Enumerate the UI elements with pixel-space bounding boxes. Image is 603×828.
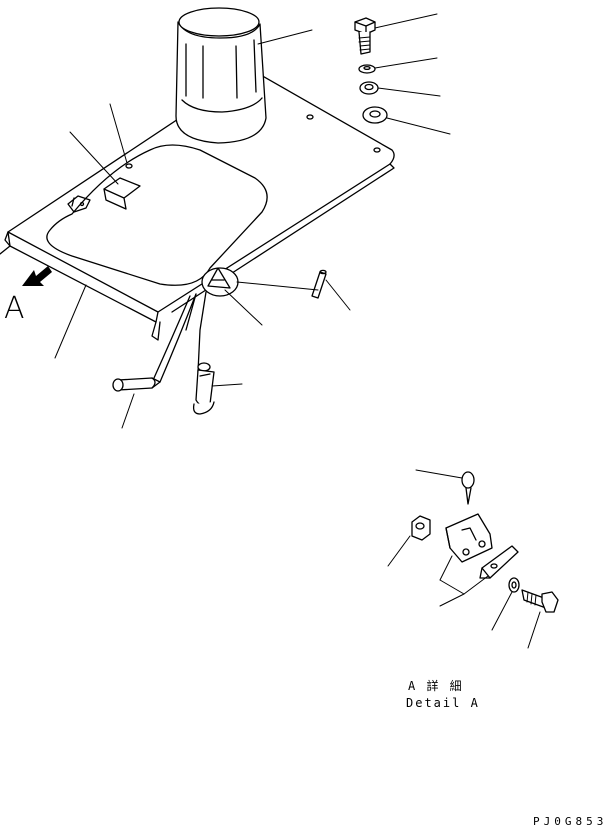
detail-cap bbox=[461, 471, 475, 505]
access-cover-panel bbox=[46, 144, 268, 286]
spring-pin bbox=[311, 269, 327, 299]
flat-washer bbox=[359, 81, 379, 95]
latch-clip bbox=[67, 195, 91, 213]
view-marker-letter: A bbox=[4, 291, 25, 326]
lever-handle bbox=[192, 362, 215, 415]
detail-washer bbox=[508, 577, 520, 593]
small-hole bbox=[125, 114, 381, 169]
leader-lines bbox=[54, 13, 451, 429]
cover-plate bbox=[0, 69, 395, 341]
detail-title-japanese: A 詳 細 bbox=[408, 678, 464, 693]
knob bbox=[112, 377, 161, 392]
lock-washer bbox=[358, 64, 376, 74]
lock-assembly bbox=[153, 267, 239, 383]
detail-bolt bbox=[521, 589, 559, 613]
detail-title-english: Detail A bbox=[406, 696, 480, 710]
label-plate bbox=[103, 177, 141, 210]
exhaust-pipe bbox=[175, 7, 267, 144]
bolt bbox=[354, 17, 376, 55]
detail-striker-bracket bbox=[445, 513, 493, 563]
rubber-washer bbox=[362, 106, 388, 124]
detail-latch-plate bbox=[479, 545, 519, 579]
detail-leader-lines bbox=[387, 469, 541, 649]
view-direction-arrow-icon bbox=[22, 266, 52, 286]
detail-nut bbox=[411, 515, 431, 541]
drawing-code: PJ0G853 bbox=[533, 815, 603, 828]
